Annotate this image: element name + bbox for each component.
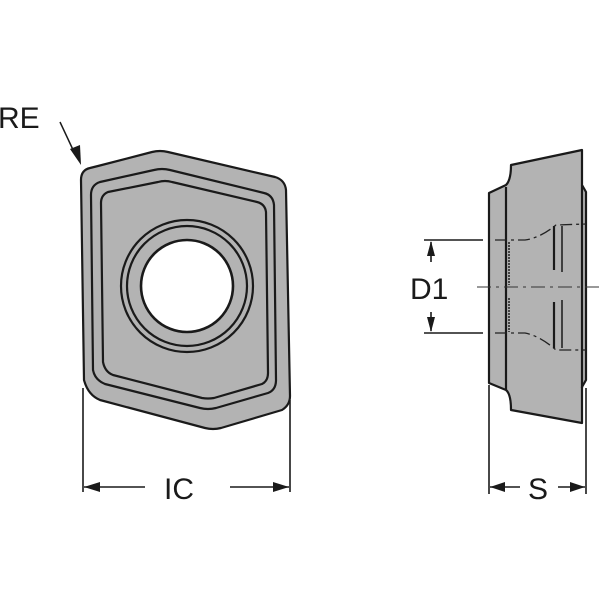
hole-ring-middle bbox=[125, 224, 249, 348]
label-s: S bbox=[528, 473, 548, 506]
d1-arrow-bottom bbox=[427, 317, 435, 332]
ic-arrow-right bbox=[273, 482, 289, 492]
label-re: RE bbox=[0, 102, 40, 135]
bore-hidden-top bbox=[495, 223, 587, 241]
hole-ring-outer bbox=[119, 218, 255, 354]
label-d1: D1 bbox=[410, 273, 448, 306]
hole-bore bbox=[139, 238, 235, 334]
side-view bbox=[424, 148, 600, 494]
ic-arrow-left bbox=[84, 482, 100, 492]
s-arrow-left bbox=[490, 482, 505, 492]
label-ic: IC bbox=[164, 473, 194, 506]
re-arrowhead bbox=[70, 145, 81, 165]
chip-breaker-outer bbox=[89, 167, 278, 411]
bore-hidden-bottom bbox=[495, 332, 586, 351]
s-arrow-right bbox=[570, 482, 585, 492]
chip-breaker-inner bbox=[99, 179, 270, 400]
d1-arrow-top bbox=[427, 241, 435, 256]
top-view bbox=[59, 121, 292, 492]
